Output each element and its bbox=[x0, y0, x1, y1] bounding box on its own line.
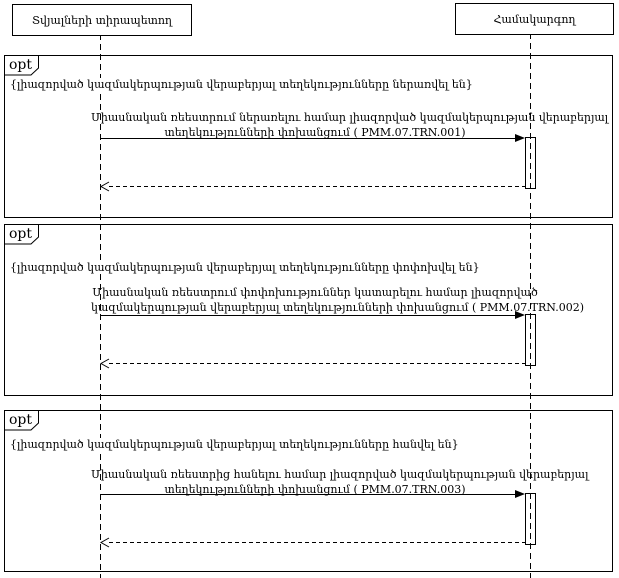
activation-bar-1 bbox=[525, 137, 536, 189]
opt-operator-label: opt bbox=[9, 412, 33, 428]
filled-arrowhead-icon bbox=[515, 490, 525, 498]
guard-condition-1: {լիազորված կազմակերպության վերաբերյալ տե… bbox=[8, 78, 475, 91]
message-3-line-1: Միասնական ռեեստրից հանելու համար լիազորվ… bbox=[91, 468, 589, 481]
actor-data-owner: Տվյալների տիրապետող bbox=[12, 4, 192, 36]
actor-data-owner-label: Տվյալների տիրապետող bbox=[32, 13, 172, 27]
return-message-arrow-3 bbox=[109, 542, 525, 543]
open-arrowhead-icon bbox=[100, 537, 110, 548]
sync-message-arrow-3 bbox=[101, 494, 515, 495]
message-2-line-2: կազմակերպության վերաբերյալ տեղեկությունն… bbox=[91, 301, 585, 314]
sync-message-arrow-2 bbox=[101, 315, 515, 316]
sync-message-arrow-1 bbox=[101, 138, 515, 139]
open-arrowhead-icon bbox=[100, 181, 110, 192]
opt-operator-label: opt bbox=[9, 57, 33, 73]
activation-bar-3 bbox=[525, 493, 536, 545]
message-label-3: Միասնական ռեեստրից հանելու համար լիազորվ… bbox=[91, 467, 589, 497]
open-arrowhead-icon bbox=[100, 358, 110, 369]
activation-bar-2 bbox=[525, 314, 536, 366]
opt-fragment-2: opt {լիազորված կազմակերպության վերաբերյա… bbox=[4, 224, 613, 396]
opt-tab-shape-icon bbox=[4, 55, 39, 76]
filled-arrowhead-icon bbox=[515, 134, 525, 142]
message-label-2: Միասնական ռեեստրում փոփոխություններ կատա… bbox=[91, 285, 585, 315]
message-label-1: Միասնական ռեեստրում ներառելու համար լիազ… bbox=[91, 110, 609, 140]
lifeline-coordinator bbox=[530, 33, 531, 578]
message-1-line-1: Միասնական ռեեստրում ներառելու համար լիազ… bbox=[91, 111, 609, 124]
opt-tab-shape-icon bbox=[4, 224, 39, 245]
opt-operator-label: opt bbox=[9, 226, 33, 242]
return-message-arrow-2 bbox=[109, 363, 525, 364]
opt-fragment-1: opt {լիազորված կազմակերպության վերաբերյա… bbox=[4, 55, 613, 218]
lifeline-data-owner bbox=[100, 34, 101, 578]
return-message-arrow-1 bbox=[109, 186, 525, 187]
actor-coordinator: Համակարգող bbox=[455, 3, 614, 35]
message-1-line-2: տեղեկությունների փոխանցում ( PMM.07.TRN.… bbox=[164, 126, 466, 139]
opt-tab-shape-icon bbox=[4, 410, 39, 431]
message-2-line-1: Միասնական ռեեստրում փոփոխություններ կատա… bbox=[92, 286, 538, 299]
actor-coordinator-label: Համակարգող bbox=[493, 12, 576, 26]
guard-condition-2: {լիազորված կազմակերպության վերաբերյալ տե… bbox=[8, 261, 482, 274]
message-3-line-2: տեղեկությունների փոխանցում ( PMM.07.TRN.… bbox=[164, 483, 466, 496]
guard-condition-3: {լիազորված կազմակերպության վերաբերյալ տե… bbox=[8, 438, 461, 451]
opt-fragment-3: opt {լիազորված կազմակերպության վերաբերյա… bbox=[4, 410, 613, 572]
filled-arrowhead-icon bbox=[515, 311, 525, 319]
